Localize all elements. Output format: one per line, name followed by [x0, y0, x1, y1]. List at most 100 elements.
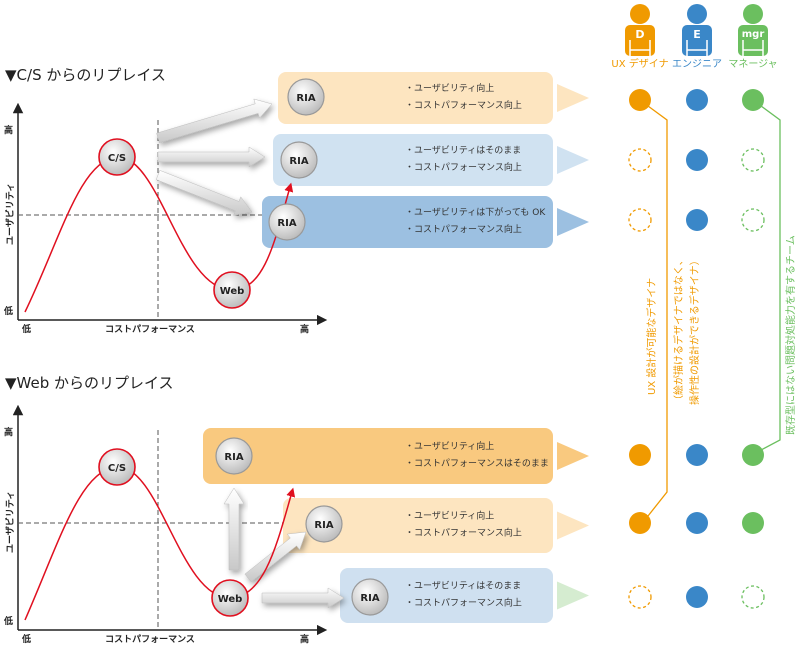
manager-dashed-dot [741, 148, 765, 172]
ria-node: RIA [351, 578, 389, 616]
triangle-arrow-icon [557, 581, 589, 610]
x-axis-label: コストパフォーマンス [105, 323, 195, 335]
transition-arrow-icon [155, 170, 253, 216]
triangle-arrow-icon [557, 208, 589, 236]
persona-letter: E [693, 28, 701, 41]
x-low-label: 低 [21, 323, 31, 335]
section-title: ▼Web からのリプレイス [5, 374, 174, 392]
ria-node: RIA [280, 141, 318, 179]
designer-filled-dot [629, 512, 651, 534]
triangle-arrow-icon [557, 511, 589, 540]
persona-letter: D [635, 28, 644, 41]
option-line: ・ユーザビリティはそのまま [405, 581, 521, 592]
y-high-label: 高 [4, 124, 13, 136]
engineer-filled-dot [686, 209, 708, 231]
option-line: ・コストパフォーマンス向上 [405, 527, 522, 539]
y-high-label: 高 [4, 426, 13, 438]
y-low-label: 低 [3, 305, 13, 317]
option-line: ・ユーザビリティは下がっても OK [405, 206, 546, 218]
persona-ux-designer: D UX デザイナ [611, 4, 669, 70]
designer-dashed-dot [628, 208, 652, 232]
option-line: ・ユーザビリティ向上 [405, 510, 494, 522]
transition-arrow-icon [156, 98, 273, 144]
persona-label: マネージャ [728, 58, 777, 70]
triangle-arrow-icon [557, 442, 589, 470]
trend-curve [24, 156, 294, 313]
ria-node-label: RIA [360, 593, 379, 604]
manager-filled-dot [742, 512, 764, 534]
x-low-label: 低 [21, 633, 31, 645]
ria-node-label: RIA [289, 156, 308, 167]
web-node: Web [213, 271, 251, 309]
manager-note: 既存型にはない問題対処能力を有するチーム [784, 235, 797, 435]
web-node-label: Web [218, 594, 243, 605]
persona-manager: mgr マネージャ [728, 4, 778, 70]
cs-node: C/S [98, 448, 136, 486]
section-web-replace: ▼Web からのリプレイス高低ユーザビリティ低コストパフォーマンス高・ユーザビリ… [3, 374, 765, 645]
option-line: ・コストパフォーマンスはそのまま [405, 458, 549, 469]
engineer-filled-dot [686, 149, 708, 171]
option-box: ・ユーザビリティは下がっても OK ・コストパフォーマンス向上 [262, 196, 589, 248]
ria-node-label: RIA [224, 452, 243, 463]
manager-dashed-dot [741, 585, 765, 609]
engineer-filled-dot [686, 512, 708, 534]
option-line: ・コストパフォーマンス向上 [405, 223, 522, 235]
option-line: ・コストパフォーマンス向上 [405, 597, 522, 609]
transition-arrow-icon [261, 587, 345, 609]
option-box: ・ユーザビリティ向上・コストパフォーマンスはそのまま [203, 428, 589, 484]
person-icon [687, 4, 707, 24]
ria-node: RIA [215, 437, 253, 475]
y-axis-label: ユーザビリティ [4, 491, 16, 553]
designer-filled-dot [629, 89, 651, 111]
option-line: ・ユーザビリティ向上 [405, 440, 494, 452]
y-low-label: 低 [3, 615, 13, 627]
section-title: ▼C/S からのリプレイス [5, 66, 166, 84]
person-icon [630, 4, 650, 24]
persona-engineer: E エンジニア [672, 4, 722, 70]
ria-node-label: RIA [314, 520, 333, 531]
designer-connector [647, 105, 668, 517]
web-node: Web [211, 579, 249, 617]
option-box: ・ユーザビリティ向上・コストパフォーマンス向上 [278, 72, 589, 124]
manager-filled-dot [742, 444, 764, 466]
cs-node: C/S [98, 138, 136, 176]
triangle-arrow-icon [557, 146, 589, 174]
manager-filled-dot [742, 89, 764, 111]
designer-dashed-dot [628, 585, 652, 609]
option-line: ・コストパフォーマンス向上 [405, 99, 522, 111]
designer-filled-dot [629, 444, 651, 466]
option-line: ・ユーザビリティ向上 [405, 82, 494, 94]
persona-letter: mgr [742, 29, 765, 40]
option-box: ・ユーザビリティはそのまま・コストパフォーマンス向上 [273, 134, 589, 186]
manager-connector [760, 105, 781, 451]
x-high-label: 高 [300, 323, 309, 335]
option-box: ・ユーザビリティはそのまま・コストパフォーマンス向上 [340, 568, 589, 623]
engineer-filled-dot [686, 89, 708, 111]
ria-node-label: RIA [277, 218, 296, 229]
persona-label: UX デザイナ [611, 57, 668, 70]
ria-node: RIA [287, 78, 325, 116]
web-node-label: Web [220, 286, 245, 297]
option-line: ・ユーザビリティはそのまま [405, 145, 521, 156]
designer-note-sub: 操作性の設計ができるデザイナ） [688, 255, 701, 405]
engineer-filled-dot [686, 444, 708, 466]
designer-note: UX 設計が可能なデザイナ [645, 278, 658, 395]
transition-arrow-icon [157, 146, 266, 168]
cs-node-label: C/S [108, 463, 126, 474]
designer-dashed-dot [628, 148, 652, 172]
manager-dashed-dot [741, 208, 765, 232]
designer-note-sub: （絵が描けるデザイナではなく、 [672, 255, 685, 405]
ria-node-label: RIA [296, 93, 315, 104]
person-icon [743, 4, 763, 24]
cs-node-label: C/S [108, 153, 126, 164]
x-axis-label: コストパフォーマンス [105, 633, 195, 645]
triangle-arrow-icon [557, 84, 589, 112]
transition-arrow-icon [244, 531, 307, 583]
y-axis-label: ユーザビリティ [4, 183, 16, 245]
trend-curve [24, 466, 296, 621]
persona-label: エンジニア [672, 59, 722, 70]
engineer-filled-dot [686, 586, 708, 608]
ria-node: RIA [305, 505, 343, 543]
section-cs-replace: ▼C/S からのリプレイス高低ユーザビリティ低コストパフォーマンス高・ユーザビリ… [3, 66, 765, 335]
